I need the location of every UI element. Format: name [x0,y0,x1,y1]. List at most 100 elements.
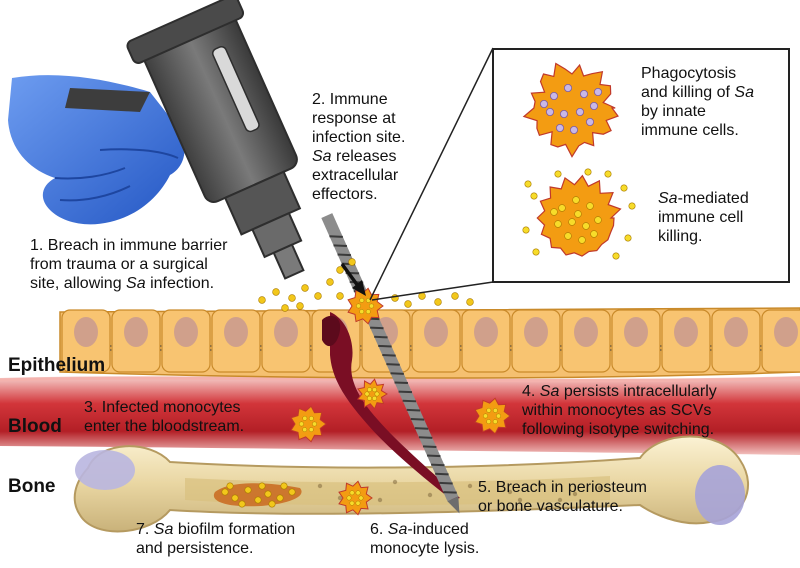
label-line: 5. Breach in periosteum [478,478,647,497]
step-number: 4. [522,383,540,400]
italic-text: Sa [387,521,408,538]
text: and killing of [641,84,735,101]
epithelium-layer [59,307,800,379]
label-line: site, allowing Sa infection. [30,274,227,293]
label-line: effectors. [312,185,405,204]
gloved-hand [8,75,185,225]
epithelial-cell [611,309,664,373]
inset-callout-lines [369,47,494,301]
text: infection site. [312,129,406,146]
epithelial-cell [61,309,114,373]
infected-monocytes [290,287,511,516]
text: from trauma or a surgical [30,256,208,273]
step-number: 7. [136,521,154,538]
text: -mediated [677,190,749,207]
text: extracellular [312,167,399,184]
label-line: Sa releases [312,147,405,166]
label-line: 2. Immune [312,90,405,109]
label-line: or bone vasculature. [478,497,647,516]
arrow-icon [340,262,366,296]
epithelial-cell [161,309,214,373]
label-line: Phagocytosis [641,64,754,83]
text: response at [312,110,396,127]
italic-text: Sa [539,383,560,400]
label-line: 1. Breach in immune barrier [30,236,227,255]
text: killing. [658,228,703,245]
text: effectors. [312,186,378,203]
italic-text: Sa [658,190,678,207]
label-line: enter the bloodstream. [84,417,244,436]
text: site, allowing [30,275,127,292]
step-number: 1. [30,237,48,254]
label-line: by innate [641,102,754,121]
text: following isotype switching. [522,421,715,438]
label-line: and killing of Sa [641,83,754,102]
label-line: infection site. [312,128,405,147]
label-line: monocyte lysis. [370,539,479,558]
label-line: response at [312,109,405,128]
monocyte [338,480,373,516]
blood-vessel [0,376,800,455]
epithelial-cell [261,309,314,373]
text: biofilm formation [173,521,296,538]
monocyte [474,397,511,435]
label-line: immune cell [658,208,749,227]
label-line: 4. Sa persists intracellularly [522,382,717,401]
monocyte [290,405,327,443]
text: Infected monocytes [101,399,241,416]
tissue-label-epithelium: Epithelium [8,355,106,376]
wound-blood [322,312,460,500]
text: immune cells. [641,122,739,139]
phagocyte-icon [522,62,619,158]
label-line: and persistence. [136,539,295,558]
epithelial-cell [561,309,614,373]
label-line: 7. Sa biofilm formation [136,520,295,539]
epithelial-cell [211,309,264,373]
epithelial-cell [711,309,764,373]
epithelial-cell [411,309,464,373]
epithelial-cell [111,309,164,373]
text: and persistence. [136,540,254,557]
label-line: within monocytes as SCVs [522,401,717,420]
text: releases [331,148,397,165]
text: monocyte lysis. [370,540,480,557]
epithelial-cell [761,309,800,373]
epithelial-cell [461,309,514,373]
text: Phagocytosis [641,65,737,82]
text: persists intracellularly [559,383,717,400]
tissue-label-bone: Bone [8,476,56,497]
text: Immune [329,91,388,108]
italic-text: Sa [734,84,754,101]
step-number: 2. [312,91,330,108]
italic-text: Sa [126,275,146,292]
monocyte [356,378,388,410]
label-line: immune cells. [641,121,754,140]
inset-illustration [522,62,636,260]
italic-text: Sa [312,148,332,165]
label-line: following isotype switching. [522,420,717,439]
epithelial-cells [61,309,800,373]
text: infection. [145,275,215,292]
text: within monocytes as SCVs [522,402,712,419]
text: enter the bloodstream. [84,418,245,435]
text: Breach in periosteum [495,479,647,496]
step-number: 5. [478,479,496,496]
label-line: killing. [658,227,749,246]
label-line: 3. Infected monocytes [84,398,244,417]
tissue-label-blood: Blood [8,416,62,437]
text: Breach in immune barrier [47,237,228,254]
bone [73,435,750,533]
biofilm [213,482,302,508]
epithelial-cell [661,309,714,373]
